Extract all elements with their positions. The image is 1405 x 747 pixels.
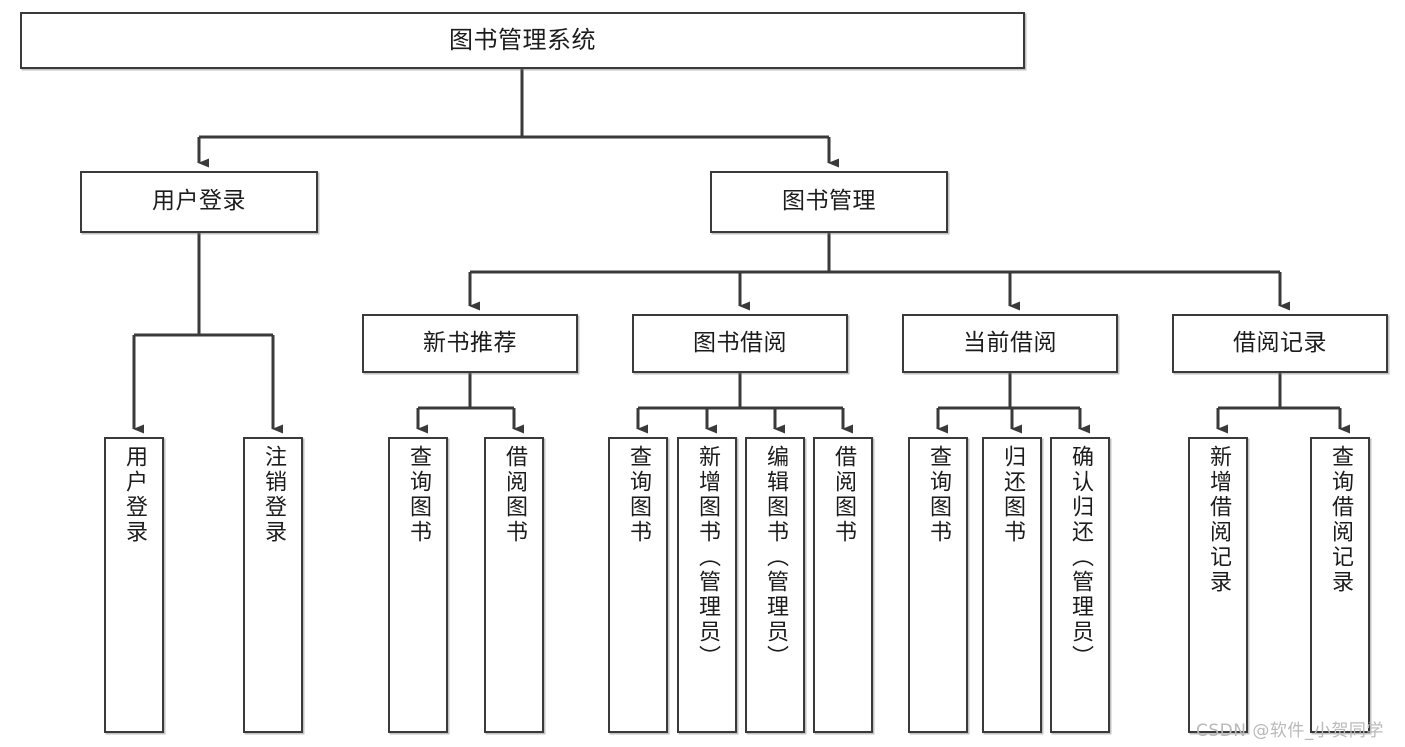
node-leaf-query-book-3-label: 查询图书: [926, 445, 951, 545]
node-leaf-confirm-return[interactable]: 确认归还（管理员）: [1050, 437, 1110, 733]
node-leaf-edit-book[interactable]: 编辑图书（管理员）: [745, 437, 805, 733]
node-book-borrow[interactable]: 图书借阅: [632, 314, 848, 373]
node-root-label: 图书管理系统: [449, 26, 596, 55]
node-leaf-add-record[interactable]: 新增借阅记录: [1188, 437, 1248, 733]
node-leaf-query-record-label: 查询借阅记录: [1328, 445, 1353, 595]
csdn-watermark: CSDN @软件_小贺同学: [1196, 721, 1384, 741]
node-new-book-recommend[interactable]: 新书推荐: [362, 314, 578, 373]
node-book-borrow-label: 图书借阅: [693, 329, 787, 356]
node-leaf-query-book-3[interactable]: 查询图书: [908, 437, 968, 733]
node-current-borrow-label: 当前借阅: [963, 329, 1057, 356]
node-leaf-query-book-2[interactable]: 查询图书: [608, 437, 668, 733]
node-leaf-borrow-book-2-label: 借阅图书: [831, 445, 856, 545]
node-leaf-add-book[interactable]: 新增图书（管理员）: [677, 437, 737, 733]
node-leaf-logout-label: 注销登录: [261, 445, 286, 545]
node-leaf-add-book-label: 新增图书（管理员）: [695, 445, 720, 670]
node-leaf-borrow-book-1[interactable]: 借阅图书: [484, 437, 544, 733]
node-leaf-logout[interactable]: 注销登录: [243, 437, 303, 733]
node-leaf-query-book-1-label: 查询图书: [406, 445, 431, 545]
node-leaf-query-book-1[interactable]: 查询图书: [388, 437, 448, 733]
node-leaf-query-book-2-label: 查询图书: [626, 445, 651, 545]
node-borrow-record[interactable]: 借阅记录: [1172, 314, 1388, 373]
node-leaf-edit-book-label: 编辑图书（管理员）: [763, 445, 788, 670]
node-leaf-return-book-label: 归还图书: [1000, 445, 1025, 545]
node-leaf-add-record-label: 新增借阅记录: [1206, 445, 1231, 595]
node-leaf-borrow-book-2[interactable]: 借阅图书: [813, 437, 873, 733]
node-user-login-label: 用户登录: [152, 188, 246, 215]
node-book-manage-label: 图书管理: [782, 188, 876, 215]
node-user-login[interactable]: 用户登录: [80, 171, 318, 233]
node-leaf-borrow-book-1-label: 借阅图书: [502, 445, 527, 545]
node-leaf-return-book[interactable]: 归还图书: [982, 437, 1042, 733]
node-borrow-record-label: 借阅记录: [1233, 329, 1327, 356]
node-leaf-query-record[interactable]: 查询借阅记录: [1310, 437, 1370, 733]
node-new-book-recommend-label: 新书推荐: [423, 329, 517, 356]
node-book-manage[interactable]: 图书管理: [710, 171, 948, 233]
node-current-borrow[interactable]: 当前借阅: [902, 314, 1118, 373]
node-leaf-user-login-label: 用户登录: [122, 445, 147, 545]
node-root[interactable]: 图书管理系统: [20, 12, 1025, 69]
node-leaf-confirm-return-label: 确认归还（管理员）: [1068, 445, 1093, 670]
node-leaf-user-login[interactable]: 用户登录: [104, 437, 164, 733]
